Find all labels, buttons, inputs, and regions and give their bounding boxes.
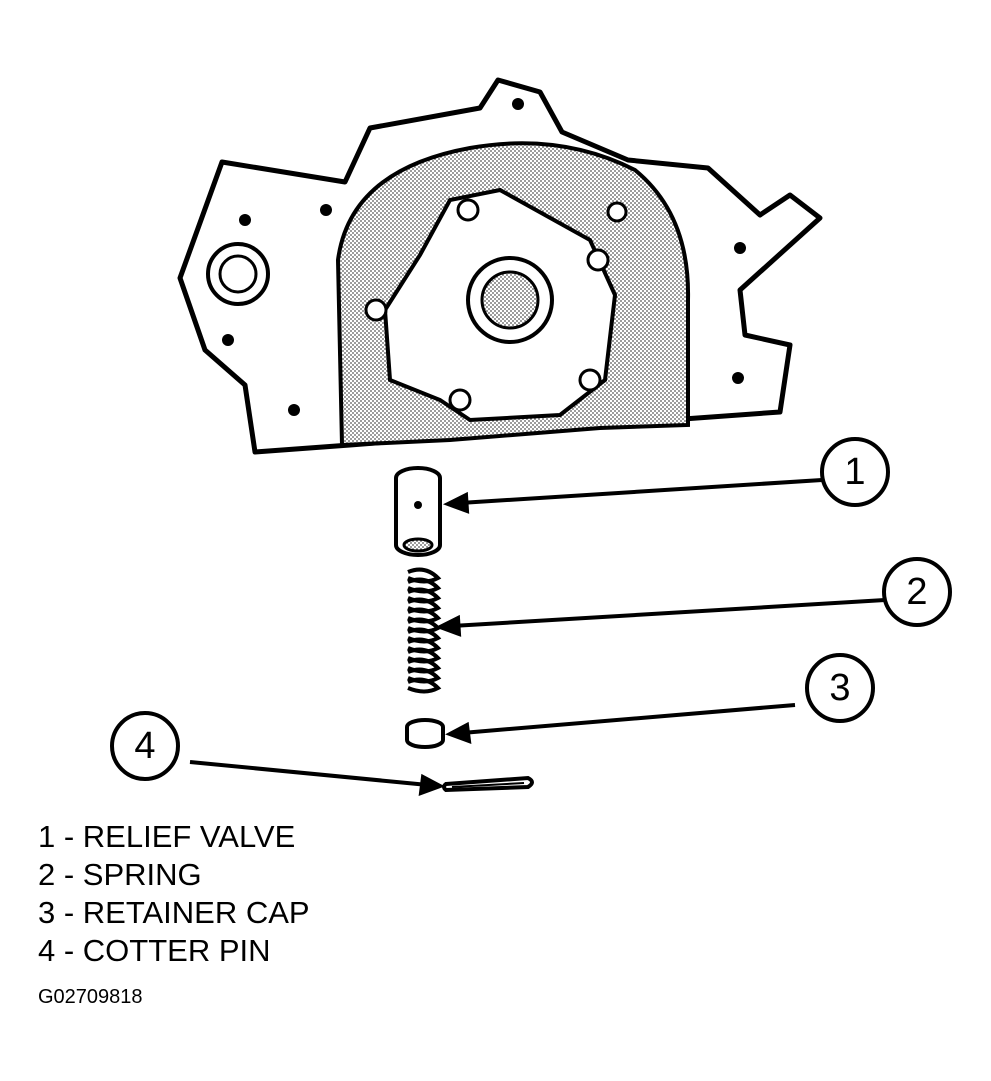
legend-item-3: 3 - RETAINER CAP bbox=[38, 895, 310, 930]
callout-number-2: 2 bbox=[906, 571, 927, 613]
legend-item-1: 1 - RELIEF VALVE bbox=[38, 819, 296, 854]
relief-valve bbox=[394, 466, 442, 557]
drive-shaft-bore-inner bbox=[480, 270, 540, 330]
oil-pump-housing bbox=[177, 77, 823, 455]
bolt-holes bbox=[364, 198, 628, 412]
arrowhead-4 bbox=[418, 773, 445, 797]
legend-item-4: 4 - COTTER PIN bbox=[38, 933, 271, 968]
leader-line-3 bbox=[461, 703, 796, 735]
leader-line-1 bbox=[459, 478, 823, 505]
callout-4: 4 bbox=[110, 711, 180, 781]
legend-item-2: 2 - SPRING bbox=[38, 857, 202, 892]
cotter-pin bbox=[442, 775, 534, 793]
callout-number-3: 3 bbox=[829, 667, 850, 709]
arrowhead-3 bbox=[445, 721, 472, 745]
callout-circle-4 bbox=[110, 711, 180, 781]
spring bbox=[407, 567, 442, 694]
callout-2: 2 bbox=[882, 557, 952, 627]
figure-code: G02709818 bbox=[38, 986, 143, 1008]
leader-line-2 bbox=[451, 598, 886, 628]
leader-line-4 bbox=[189, 760, 429, 787]
callout-circle-1 bbox=[820, 437, 890, 507]
mounting-holes bbox=[222, 98, 746, 416]
callout-circle-2 bbox=[882, 557, 952, 627]
arrowhead-2 bbox=[434, 614, 462, 637]
leader-lines bbox=[189, 478, 886, 797]
callout-3: 3 bbox=[805, 653, 875, 723]
callout-circle-3 bbox=[805, 653, 875, 723]
oil-seal-inner bbox=[218, 254, 258, 294]
callout-1: 1 bbox=[820, 437, 890, 507]
parts-legend: 1 - RELIEF VALVE 2 - SPRING 3 - RETAINER… bbox=[38, 818, 310, 970]
callout-number-4: 4 bbox=[134, 725, 155, 767]
arrowhead-1 bbox=[442, 491, 470, 514]
retainer-cap bbox=[405, 718, 445, 749]
callout-number-1: 1 bbox=[844, 451, 865, 493]
